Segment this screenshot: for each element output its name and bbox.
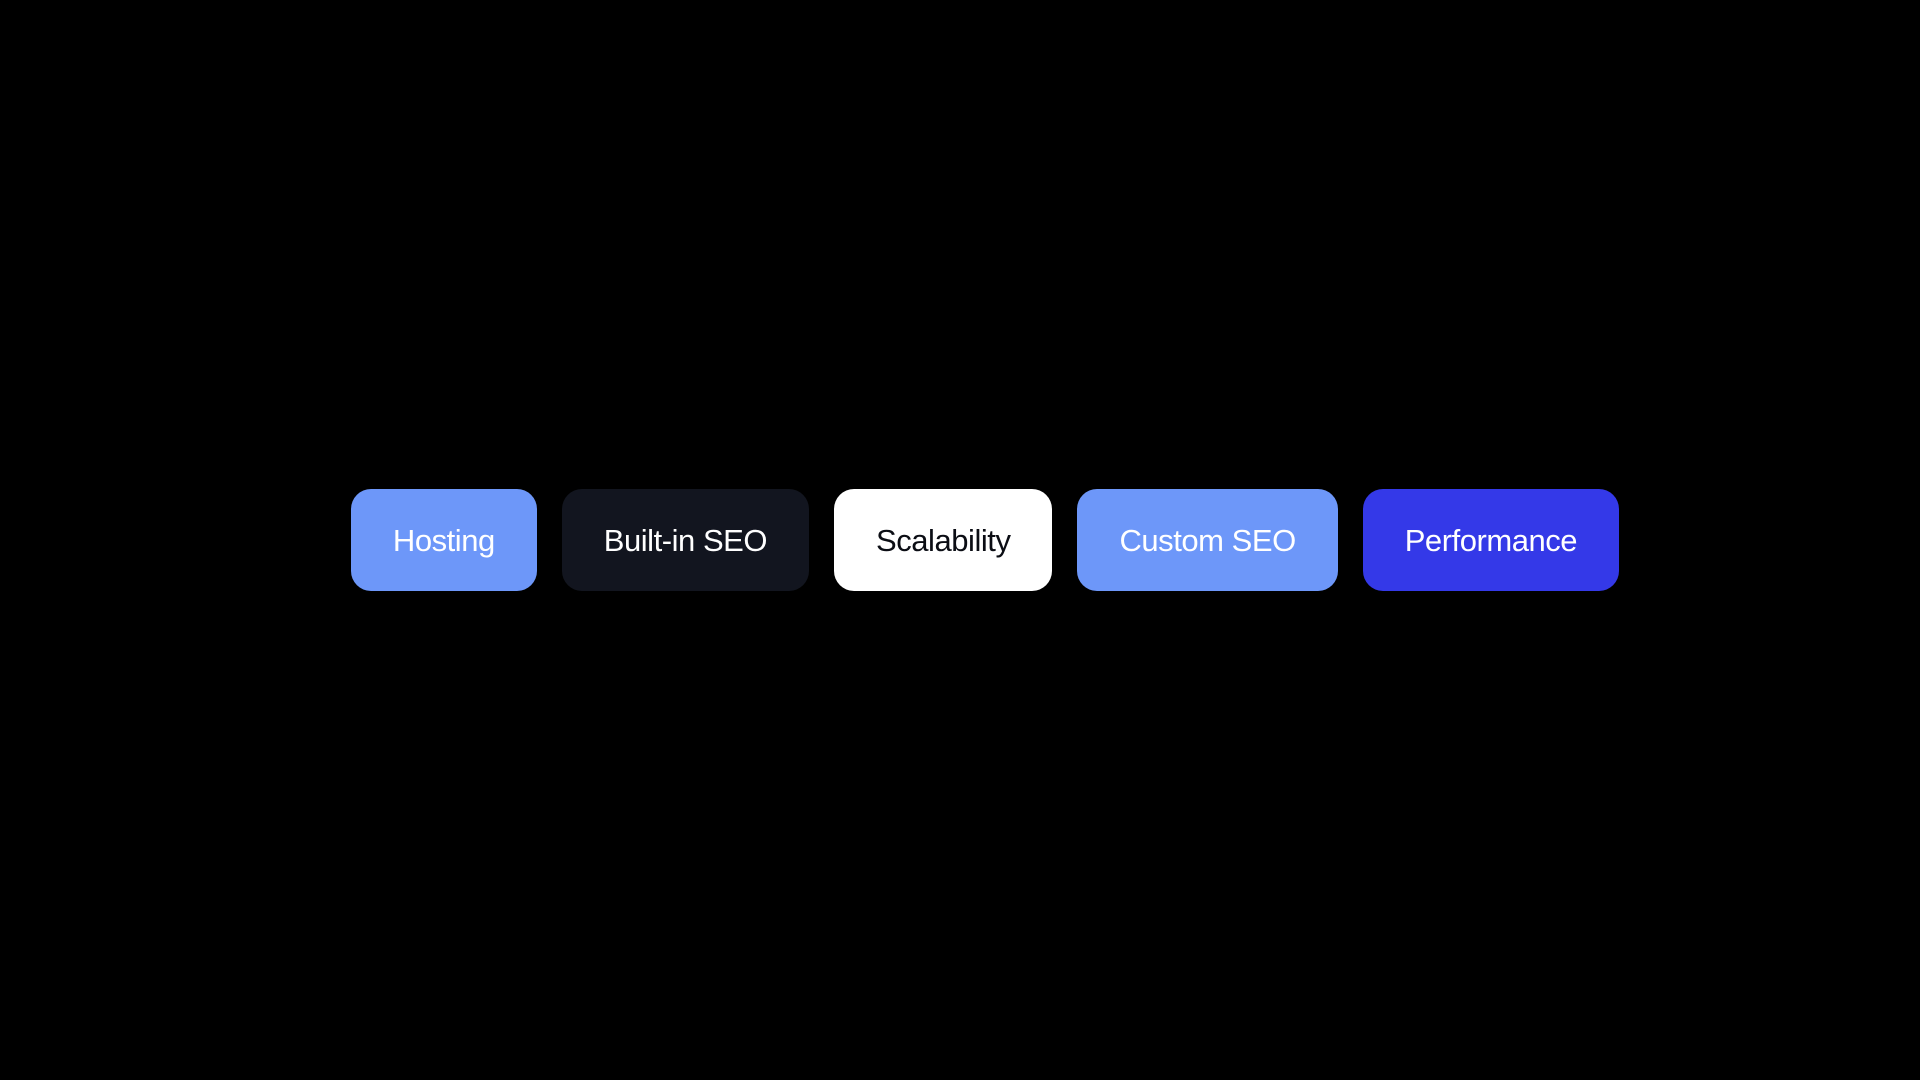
- feature-pill-row: Hosting Built-in SEO Scalability Custom …: [350, 489, 1620, 591]
- feature-pill-performance[interactable]: Performance: [1362, 489, 1620, 591]
- feature-pill-scalability[interactable]: Scalability: [834, 489, 1053, 591]
- feature-pill-custom-seo[interactable]: Custom SEO: [1077, 489, 1338, 591]
- feature-pill-hosting[interactable]: Hosting: [350, 489, 537, 591]
- feature-pill-built-in-seo[interactable]: Built-in SEO: [561, 489, 810, 591]
